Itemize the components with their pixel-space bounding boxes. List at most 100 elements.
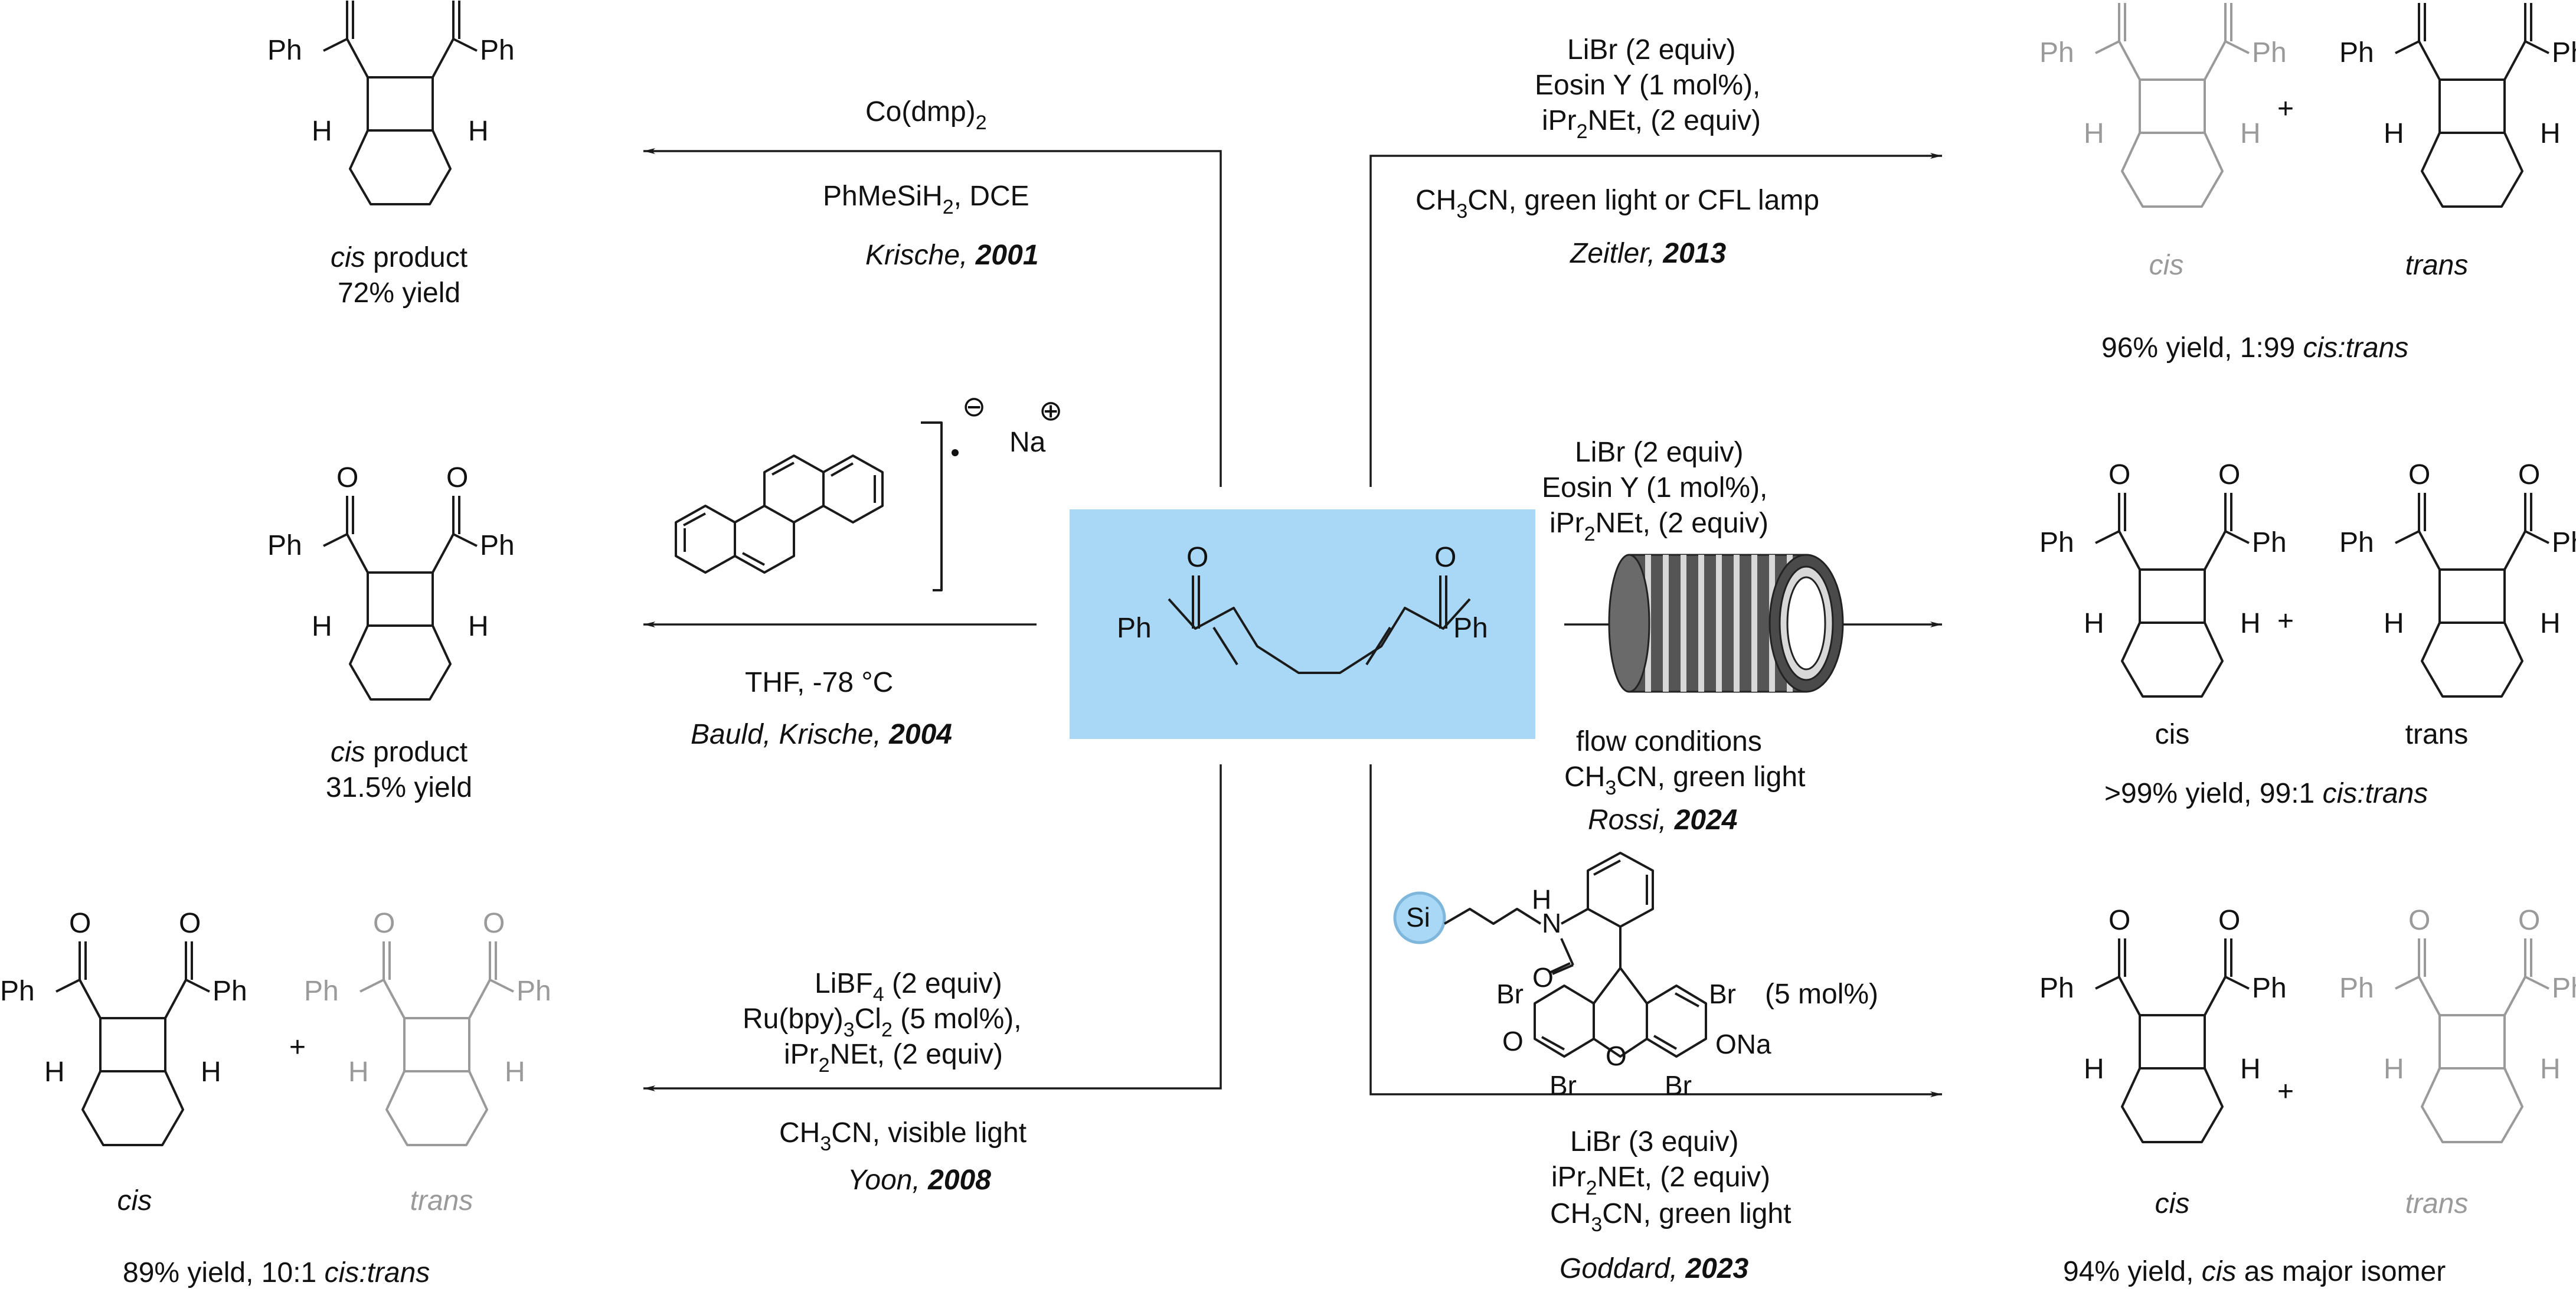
o-label: O bbox=[2408, 459, 2430, 490]
zeitler-label-trans: trans bbox=[2405, 250, 2469, 281]
h-label: H bbox=[468, 611, 489, 642]
ph-label: Ph bbox=[2252, 527, 2287, 558]
h-label: H bbox=[2384, 608, 2404, 639]
reagent-libf4: LiBF4 (2 equiv) bbox=[815, 968, 1002, 1006]
o-label: O bbox=[69, 908, 91, 939]
krische-2001-product: O O Ph Ph H H bbox=[267, 1, 515, 205]
conditions-thf: THF, -78 °C bbox=[745, 667, 893, 698]
citation-goddard-2023: Goddard, 2023 bbox=[1560, 1253, 1749, 1284]
yoon-2008-conditions: LiBF4 (2 equiv) Ru(bpy)3Cl2 (5 mol%), iP… bbox=[743, 968, 1027, 1196]
ph-label: Ph bbox=[267, 35, 302, 66]
krische-2001-conditions: Co(dmp)2 PhMeSiH2, DCE Krische, 2001 bbox=[823, 96, 1039, 271]
h-label: H bbox=[312, 116, 332, 147]
ph-label: Ph bbox=[480, 35, 515, 66]
ph-label: Ph bbox=[213, 976, 247, 1007]
o-label: O bbox=[2218, 0, 2240, 1]
plus-sign: + bbox=[2277, 606, 2294, 637]
nh-h-label: H bbox=[1532, 884, 1551, 915]
substrate-highlight bbox=[1070, 509, 1535, 739]
ph-label: Ph bbox=[2552, 37, 2576, 68]
bromine-label: Br bbox=[1496, 979, 1524, 1009]
dienone-substrate: O O Ph Ph bbox=[1117, 542, 1488, 674]
h-label: H bbox=[2240, 608, 2261, 639]
chrysene-radical-anion: ⊖ Na ⊕ bbox=[675, 391, 1063, 591]
o-label: O bbox=[2108, 0, 2130, 1]
goddard-trans-product: O O Ph Ph H H bbox=[2339, 905, 2576, 1143]
substrate-ph-right: Ph bbox=[1453, 613, 1488, 644]
catalyst-eosin-y: Eosin Y (1 mol%), bbox=[1542, 472, 1767, 503]
bromine-label: Br bbox=[1549, 1070, 1577, 1101]
h-label: H bbox=[44, 1057, 65, 1088]
ph-label: Ph bbox=[0, 976, 35, 1007]
citation-yoon-2008: Yoon, 2008 bbox=[848, 1165, 991, 1196]
h-label: H bbox=[2384, 1054, 2404, 1085]
o-label: O bbox=[446, 462, 468, 493]
ph-label: Ph bbox=[2252, 973, 2287, 1004]
bromine-label: Br bbox=[1709, 979, 1736, 1009]
arrow-krische-2001 bbox=[643, 148, 1222, 487]
goddard-cis-product: O O Ph Ph H H bbox=[2039, 905, 2287, 1143]
citation-krische-2001: Krische, 2001 bbox=[865, 240, 1039, 271]
h-label: H bbox=[2084, 608, 2104, 639]
zeitler-yield: 96% yield, 1:99 cis:trans bbox=[2101, 332, 2408, 364]
base-ipr2net: iPr2NEt, (2 equiv) bbox=[784, 1039, 1003, 1077]
ph-label: Ph bbox=[516, 976, 551, 1007]
h-label: H bbox=[312, 611, 332, 642]
catalyst-eosin-y: Eosin Y (1 mol%), bbox=[1535, 70, 1760, 101]
ph-label: Ph bbox=[480, 530, 515, 561]
goddard-label-trans: trans bbox=[2405, 1188, 2469, 1219]
conditions-phmesih2: PhMeSiH2, DCE bbox=[823, 181, 1029, 218]
rossi-2024-conditions: LiBr (2 equiv) Eosin Y (1 mol%), iPr2NEt… bbox=[1542, 437, 1768, 545]
yoon-cis-product: O O Ph Ph H H bbox=[0, 908, 247, 1146]
h-label: H bbox=[2540, 118, 2561, 149]
rossi-label-cis: cis bbox=[2155, 719, 2190, 750]
base-ipr2net: iPr2NEt, (2 equiv) bbox=[1549, 508, 1768, 545]
zeitler-label-cis: cis bbox=[2149, 250, 2184, 281]
h-label: H bbox=[201, 1057, 221, 1088]
sodium-cation: Na bbox=[1009, 427, 1046, 458]
h-label: H bbox=[2240, 1054, 2261, 1085]
bauld-2004-product: O O Ph Ph H H bbox=[267, 462, 515, 701]
o-label: O bbox=[483, 908, 505, 939]
xanthene-o-label: O bbox=[1606, 1041, 1627, 1071]
catalyst-ru-bpy: Ru(bpy)3Cl2 (5 mol%), bbox=[743, 1003, 1022, 1041]
o-label: O bbox=[2218, 905, 2240, 936]
solvent-green-light-cfl: CH3CN, green light or CFL lamp bbox=[1416, 185, 1819, 223]
rossi-yield: >99% yield, 99:1 cis:trans bbox=[2104, 778, 2428, 809]
cation-charge: ⊕ bbox=[1039, 395, 1063, 427]
o-label: O bbox=[2408, 0, 2430, 1]
ph-label: Ph bbox=[2039, 973, 2074, 1004]
amide-n-label: N bbox=[1542, 908, 1561, 938]
substrate-o-left: O bbox=[1186, 542, 1208, 573]
o-label: O bbox=[2518, 905, 2540, 936]
ph-label: Ph bbox=[304, 976, 339, 1007]
o-label: O bbox=[2108, 459, 2130, 490]
o-label: O bbox=[179, 908, 201, 939]
ph-label: Ph bbox=[2039, 527, 2074, 558]
keto-o-label: O bbox=[1502, 1026, 1524, 1057]
ph-label: Ph bbox=[2339, 973, 2374, 1004]
h-label: H bbox=[2240, 118, 2261, 149]
citation-rossi-2024: Rossi, 2024 bbox=[1588, 804, 1737, 836]
citation-zeitler-2013: Zeitler, 2013 bbox=[1570, 238, 1726, 269]
reagent-libr: LiBr (3 equiv) bbox=[1570, 1126, 1738, 1157]
solvent-green-light: CH3CN, green light bbox=[1550, 1198, 1791, 1236]
ph-label: Ph bbox=[2339, 527, 2374, 558]
goddard-yield: 94% yield, cis as major isomer bbox=[2063, 1256, 2446, 1287]
h-label: H bbox=[505, 1057, 525, 1088]
solvent-visible-light: CH3CN, visible light bbox=[779, 1117, 1027, 1155]
goddard-label-cis: cis bbox=[2155, 1188, 2190, 1219]
o-label: O bbox=[2518, 0, 2540, 1]
o-label: O bbox=[2108, 905, 2130, 936]
plus-sign: + bbox=[2277, 1076, 2294, 1107]
bauld-2004-yield: 31.5% yield bbox=[326, 772, 472, 803]
yoon-label-cis: cis bbox=[117, 1185, 152, 1216]
o-label: O bbox=[2218, 459, 2240, 490]
substrate-o-right: O bbox=[1434, 542, 1456, 573]
krische-2001-yield: 72% yield bbox=[338, 277, 460, 309]
h-label: H bbox=[2540, 608, 2561, 639]
silica-supported-eosin-catalyst: Si H N O Br Br O ONa O Br Br (5 mol%) bbox=[1393, 852, 1878, 1101]
ph-label: Ph bbox=[2039, 37, 2074, 68]
bromine-label: Br bbox=[1665, 1070, 1692, 1101]
